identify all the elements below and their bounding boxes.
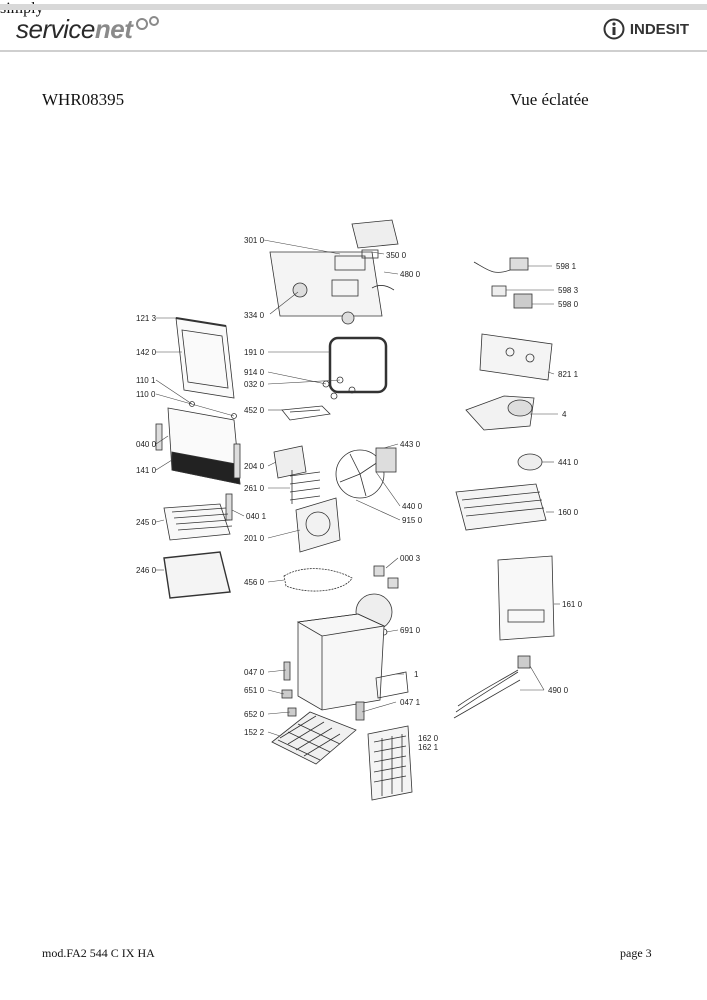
pcb-board-part [479,333,553,381]
part-label: 121 3 [136,314,157,323]
part-label: 047 0 [244,668,265,677]
part-label: 490 0 [548,686,569,695]
part-label: 914 0 [244,368,265,377]
insulation-panel-part [367,725,413,801]
oven-cavity-part [281,613,409,721]
light-cover-part [273,445,307,479]
part-label: 162 0 [418,734,439,743]
part-label: 691 0 [400,626,421,635]
part-label: 598 1 [556,262,577,271]
part-label: 141 0 [136,466,157,475]
part-label: 915 0 [402,516,423,525]
door-gasket-part [328,336,388,394]
part-label: 334 0 [244,311,265,320]
fan-motor-part [335,447,397,499]
part-label: 456 0 [244,578,265,587]
module-part [509,257,529,271]
part-label: 1 [414,670,419,679]
part-label: 598 0 [558,300,579,309]
part-label: 246 0 [136,566,157,575]
gears-icon [136,16,159,30]
part-label: 204 0 [244,462,265,471]
servicenet-logo: servicenet [16,14,159,48]
control-panel-part [269,219,399,325]
part-label: 160 0 [558,508,579,517]
part-label: 142 0 [136,348,157,357]
bottom-grid-part [271,711,357,765]
part-label: 040 1 [246,512,267,521]
view-title: Vue éclatée [510,90,589,109]
logo-text-service: service [16,14,95,44]
part-label: 201 0 [244,534,265,543]
part-label: 821 1 [558,370,579,379]
board-cover-part [513,293,533,309]
part-label: 598 3 [558,286,579,295]
side-rack-part [289,470,321,504]
back-panel-part [497,555,555,641]
part-label: 441 0 [558,458,579,467]
footer-model-code: mod.FA2 544 C IX HA [42,946,155,960]
tangential-fan-part [517,453,543,471]
door-glass-part [175,317,235,399]
part-label: 452 0 [244,406,265,415]
indesit-logo: INDESIT [603,18,689,40]
fan-cover-part [295,497,341,553]
part-label: 191 0 [244,348,265,357]
part-label: 110 0 [136,390,156,399]
header-bottom-rule [0,50,707,52]
part-label: 480 0 [400,270,421,279]
grill-element-part [281,405,331,421]
leader-lines [155,239,560,737]
part-labels: 301 0 350 0 480 0 334 0 121 3 142 0 191 … [136,236,583,752]
part-label: 245 0 [136,518,157,527]
footer-page-number: page 3 [620,946,652,960]
cable-part [473,261,511,273]
wiring-harness-part [453,655,531,719]
part-label: 261 0 [244,484,265,493]
inner-door-part [155,407,241,521]
part-label: 152 2 [244,728,265,737]
part-label: 652 0 [244,710,265,719]
top-panel-part [455,483,547,531]
logo-text-net: net [94,14,133,44]
indesit-i-icon [603,18,625,40]
baking-tray-part [163,551,231,599]
header-top-rule [0,4,707,10]
cooling-fan-duct-part [465,395,535,431]
part-label: 032 0 [244,380,265,389]
part-label: 047 1 [400,698,421,707]
circular-heater-part [283,568,353,592]
display-part [491,285,507,297]
model-title: WHR08395 [42,90,125,109]
part-label: 350 0 [386,251,407,260]
wire-shelf-part [163,503,233,541]
part-label: 161 0 [562,600,583,609]
header-bar: servicenet INDESIT simply [0,0,707,56]
part-label: 440 0 [402,502,423,511]
indesit-wordmark: INDESIT [629,20,689,38]
part-label: 110 1 [136,376,156,385]
part-label: 040 0 [136,440,157,449]
part-label: 000 3 [400,554,421,563]
part-label: 4 [562,410,567,419]
part-label: 443 0 [400,440,421,449]
part-label: 162 1 [418,743,439,752]
part-label: 651 0 [244,686,265,695]
part-label: 301 0 [244,236,265,245]
